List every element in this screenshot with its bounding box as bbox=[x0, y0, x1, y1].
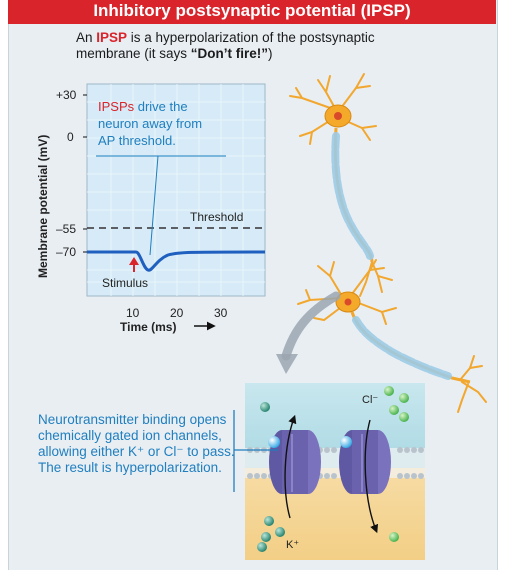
membrane-inset bbox=[245, 383, 425, 560]
potassium-ions bbox=[257, 402, 285, 552]
subtitle-part1: An bbox=[76, 30, 97, 45]
y-tick-0: 0 bbox=[67, 130, 74, 144]
subtitle-ipsp: IPSP bbox=[96, 30, 128, 45]
y-axis-ticks bbox=[83, 94, 87, 253]
top-neuron-nucleus bbox=[334, 112, 342, 120]
caption-bracket bbox=[233, 410, 278, 492]
stimulus-label: Stimulus bbox=[102, 276, 149, 290]
axon-terminals bbox=[359, 261, 393, 297]
stimulus-arrowhead bbox=[129, 257, 139, 265]
potassium-label: K⁺ bbox=[286, 539, 300, 551]
neurotransmitter-cl-channel bbox=[340, 436, 352, 448]
callout-line3: AP threshold. bbox=[98, 133, 176, 148]
subtitle-quote: “Don’t fire!” bbox=[190, 46, 269, 61]
second-neuron-dendrites bbox=[297, 259, 397, 325]
y-tick-30: +30 bbox=[56, 88, 77, 102]
callout-connector bbox=[149, 155, 159, 256]
second-axon-terminals bbox=[457, 355, 487, 413]
y-tick-minus-55: –55 bbox=[56, 222, 77, 236]
callout-line1: drive the bbox=[134, 99, 188, 114]
top-axon-myelin bbox=[331, 132, 374, 260]
subtitle-part3: ) bbox=[268, 46, 273, 61]
zoom-arrow bbox=[281, 291, 341, 361]
second-axon-myelin bbox=[352, 316, 452, 380]
chloride-label: Cl⁻ bbox=[362, 394, 379, 406]
threshold-label: Threshold bbox=[190, 210, 244, 224]
figure-title: Inhibitory postsynaptic potential (IPSP) bbox=[8, 0, 496, 24]
zoom-arrowhead bbox=[276, 354, 298, 374]
x-axis-label: Time (ms) bbox=[120, 320, 177, 334]
callout-ipsps: IPSPs bbox=[98, 99, 135, 114]
ion-channel-k bbox=[269, 430, 321, 494]
ipsp-graph bbox=[83, 83, 266, 331]
subtitle-part2: is a hyperpolarization of the postsynapt… bbox=[76, 30, 375, 61]
k-efflux-arrow bbox=[284, 414, 297, 519]
second-axon bbox=[350, 311, 471, 384]
second-neuron-nucleus bbox=[344, 298, 352, 306]
y-axis-label: Membrane potential (mV) bbox=[36, 134, 50, 278]
callout-line2: neuron away from bbox=[98, 116, 203, 131]
neuron-illustration bbox=[276, 73, 487, 413]
graph-plot-area bbox=[86, 83, 266, 297]
x-tick-20: 20 bbox=[170, 306, 184, 320]
ipsp-callout: IPSPs drive the neuron away from AP thre… bbox=[98, 98, 202, 149]
top-neuron-dendrites bbox=[289, 73, 377, 145]
y-tick-minus-70: –70 bbox=[56, 245, 77, 259]
membrane-potential-trace bbox=[87, 250, 266, 272]
x-tick-30: 30 bbox=[214, 306, 228, 320]
subtitle: An IPSP is a hyperpolarization of the po… bbox=[76, 30, 416, 62]
ion-channel-cl bbox=[339, 430, 391, 494]
cl-influx-arrow bbox=[364, 419, 379, 534]
x-tick-10: 10 bbox=[126, 306, 140, 320]
neurotransmitter-k-channel bbox=[268, 436, 280, 448]
mechanism-caption: Neurotransmitter binding opens chemicall… bbox=[38, 412, 235, 475]
chloride-ions bbox=[384, 386, 409, 542]
